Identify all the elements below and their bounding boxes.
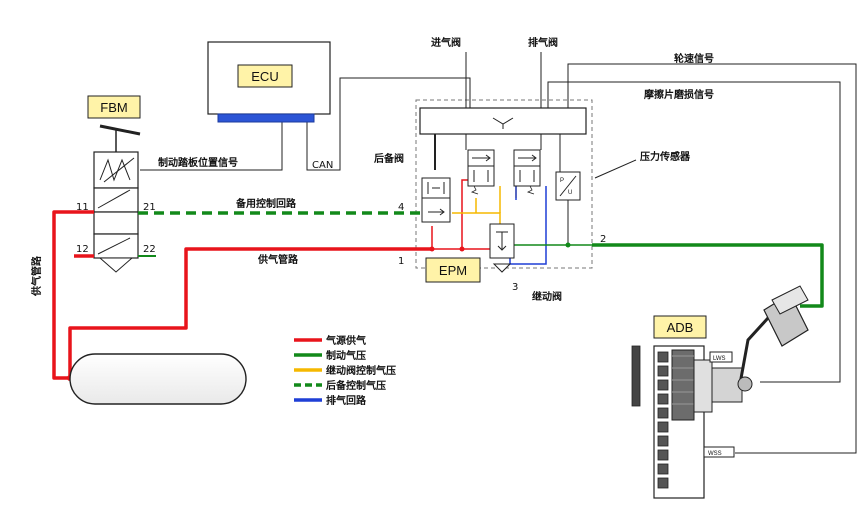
- relay-valve-symbol: [489, 223, 515, 273]
- supply-pipe-label: 供气管路: [257, 253, 299, 266]
- epm-label-box: [425, 257, 481, 283]
- svg-text:U: U: [568, 190, 572, 196]
- adb-label: ADB: [667, 320, 694, 335]
- fbm-label: FBM: [100, 100, 127, 115]
- legend-label-backup: 后备控制气压: [326, 379, 386, 392]
- backup-valve-label: 后备阀: [374, 152, 404, 165]
- backup-valve-symbol: [421, 134, 451, 223]
- port-4: 4: [398, 202, 404, 213]
- inlet-valve: [467, 149, 495, 195]
- backup-circuit-label: 备用控制回路: [235, 197, 297, 210]
- port-1: 1: [398, 256, 404, 267]
- ecu-unit: ECU: [207, 41, 331, 123]
- legend-label-exhaust: 排气回路: [326, 394, 367, 407]
- pressure-sensor-label: 压力传感器: [640, 150, 691, 163]
- air-tank: [69, 353, 247, 405]
- pressure-sensor-symbol: U P: [555, 171, 581, 201]
- port-3: 3: [512, 282, 518, 293]
- supply-pipe-vertical-label: 供气管路: [30, 255, 43, 297]
- signal-lines: [140, 52, 857, 454]
- can-label: CAN: [312, 160, 333, 171]
- exhaust-valve: [513, 149, 541, 195]
- port-11: 11: [76, 202, 89, 213]
- ecu-label: ECU: [251, 69, 278, 84]
- port-21: 21: [143, 202, 156, 213]
- epm-top-bar: [419, 107, 587, 135]
- pad-wear-label: 摩擦片磨损信号: [644, 88, 714, 101]
- fbm-unit: FBM: [87, 95, 141, 273]
- wss-label: WSS: [708, 451, 722, 457]
- epm-supply-node: [459, 246, 465, 252]
- legend-label-supply: 气源供气: [325, 334, 366, 347]
- epm-enclosure: [415, 99, 593, 269]
- lws-label: LWS: [713, 356, 726, 362]
- exhaust-pipes: [509, 186, 547, 265]
- legend-label-relay: 继动阀控制气压: [326, 364, 396, 377]
- supply-pipes: [52, 210, 432, 380]
- relay-valve-label: 继动阀: [532, 290, 562, 303]
- adb-unit: ADB LWS WSS: [631, 285, 809, 499]
- wheel-speed-label: 轮速信号: [674, 52, 714, 65]
- legend-label-brake: 制动气压: [326, 349, 366, 362]
- inlet-valve-label: 进气阀: [431, 36, 461, 49]
- brake-node: [565, 242, 571, 248]
- legend: 气源供气 制动气压 继动阀控制气压 后备控制气压 排气回路: [294, 334, 396, 407]
- pedal-signal-label: 制动踏板位置信号: [158, 156, 238, 169]
- port-22: 22: [143, 244, 156, 255]
- epm-inlet-node: [429, 246, 435, 252]
- svg-text:P: P: [560, 178, 564, 184]
- port-12: 12: [76, 244, 89, 255]
- exhaust-valve-label: 排气阀: [528, 36, 558, 49]
- brake-pressure-pipes: [592, 243, 824, 308]
- epm-label: EPM: [439, 263, 467, 278]
- port-2: 2: [600, 234, 606, 245]
